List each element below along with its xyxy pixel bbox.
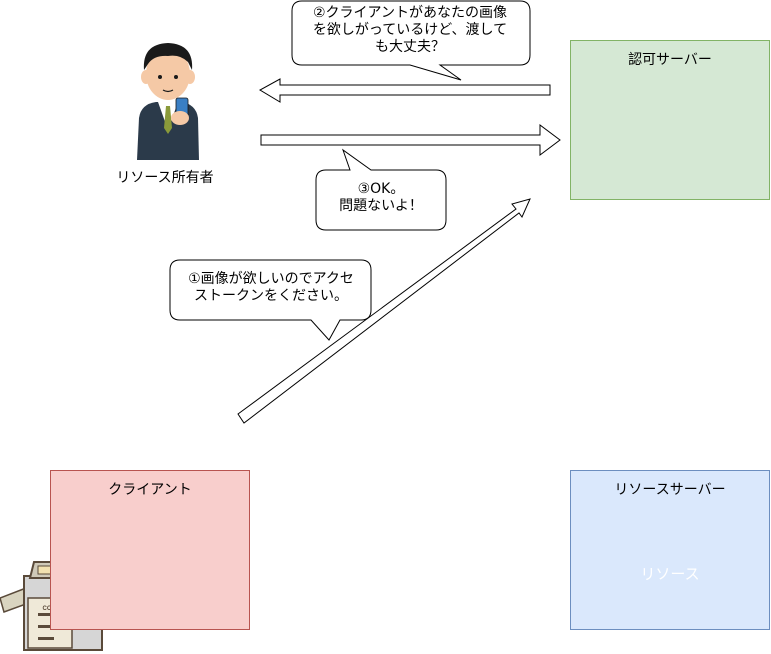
- speech-bubble-step1: [169, 259, 372, 341]
- step2-line3: も大丈夫？: [375, 39, 445, 55]
- resource-owner-label: リソース所有者: [116, 170, 214, 186]
- client-label: クライアント: [108, 482, 192, 498]
- step3-message: ③OK。 問題ないよ！: [318, 181, 444, 215]
- speech-bubble-step2: [291, 0, 531, 81]
- client-box: クライアント: [50, 470, 250, 630]
- arrow-auth-to-owner: [258, 78, 551, 103]
- step3-line2: 問題ないよ！: [339, 198, 423, 214]
- step1-line2: ストークンをください。: [194, 288, 348, 304]
- step1-line1: ①画像が欲しいのでアクセ: [188, 271, 354, 287]
- resource-server-label: リソースサーバー: [614, 482, 726, 498]
- speech-bubble-step3: [315, 148, 447, 231]
- step3-line1: ③OK。: [357, 181, 405, 197]
- arrow-client-to-auth: [237, 198, 531, 424]
- resource-owner-illustration: [137, 43, 199, 160]
- step1-message: ①画像が欲しいのでアクセ ストークンをください。: [172, 271, 370, 305]
- authorization-server-label: 認可サーバー: [628, 52, 712, 68]
- step2-line2: を欲しがっているけど、渡して: [312, 22, 508, 38]
- arrow-owner-to-auth: [260, 124, 561, 156]
- authorization-server-box: 認可サーバー: [570, 40, 770, 200]
- resource-database-label: リソース: [640, 565, 700, 583]
- step2-message: ②クライアントがあなたの画像 を欲しがっているけど、渡して も大丈夫？: [292, 5, 528, 56]
- resource-server-box: リソースサーバー: [570, 470, 770, 630]
- step2-line1: ②クライアントがあなたの画像: [313, 5, 507, 21]
